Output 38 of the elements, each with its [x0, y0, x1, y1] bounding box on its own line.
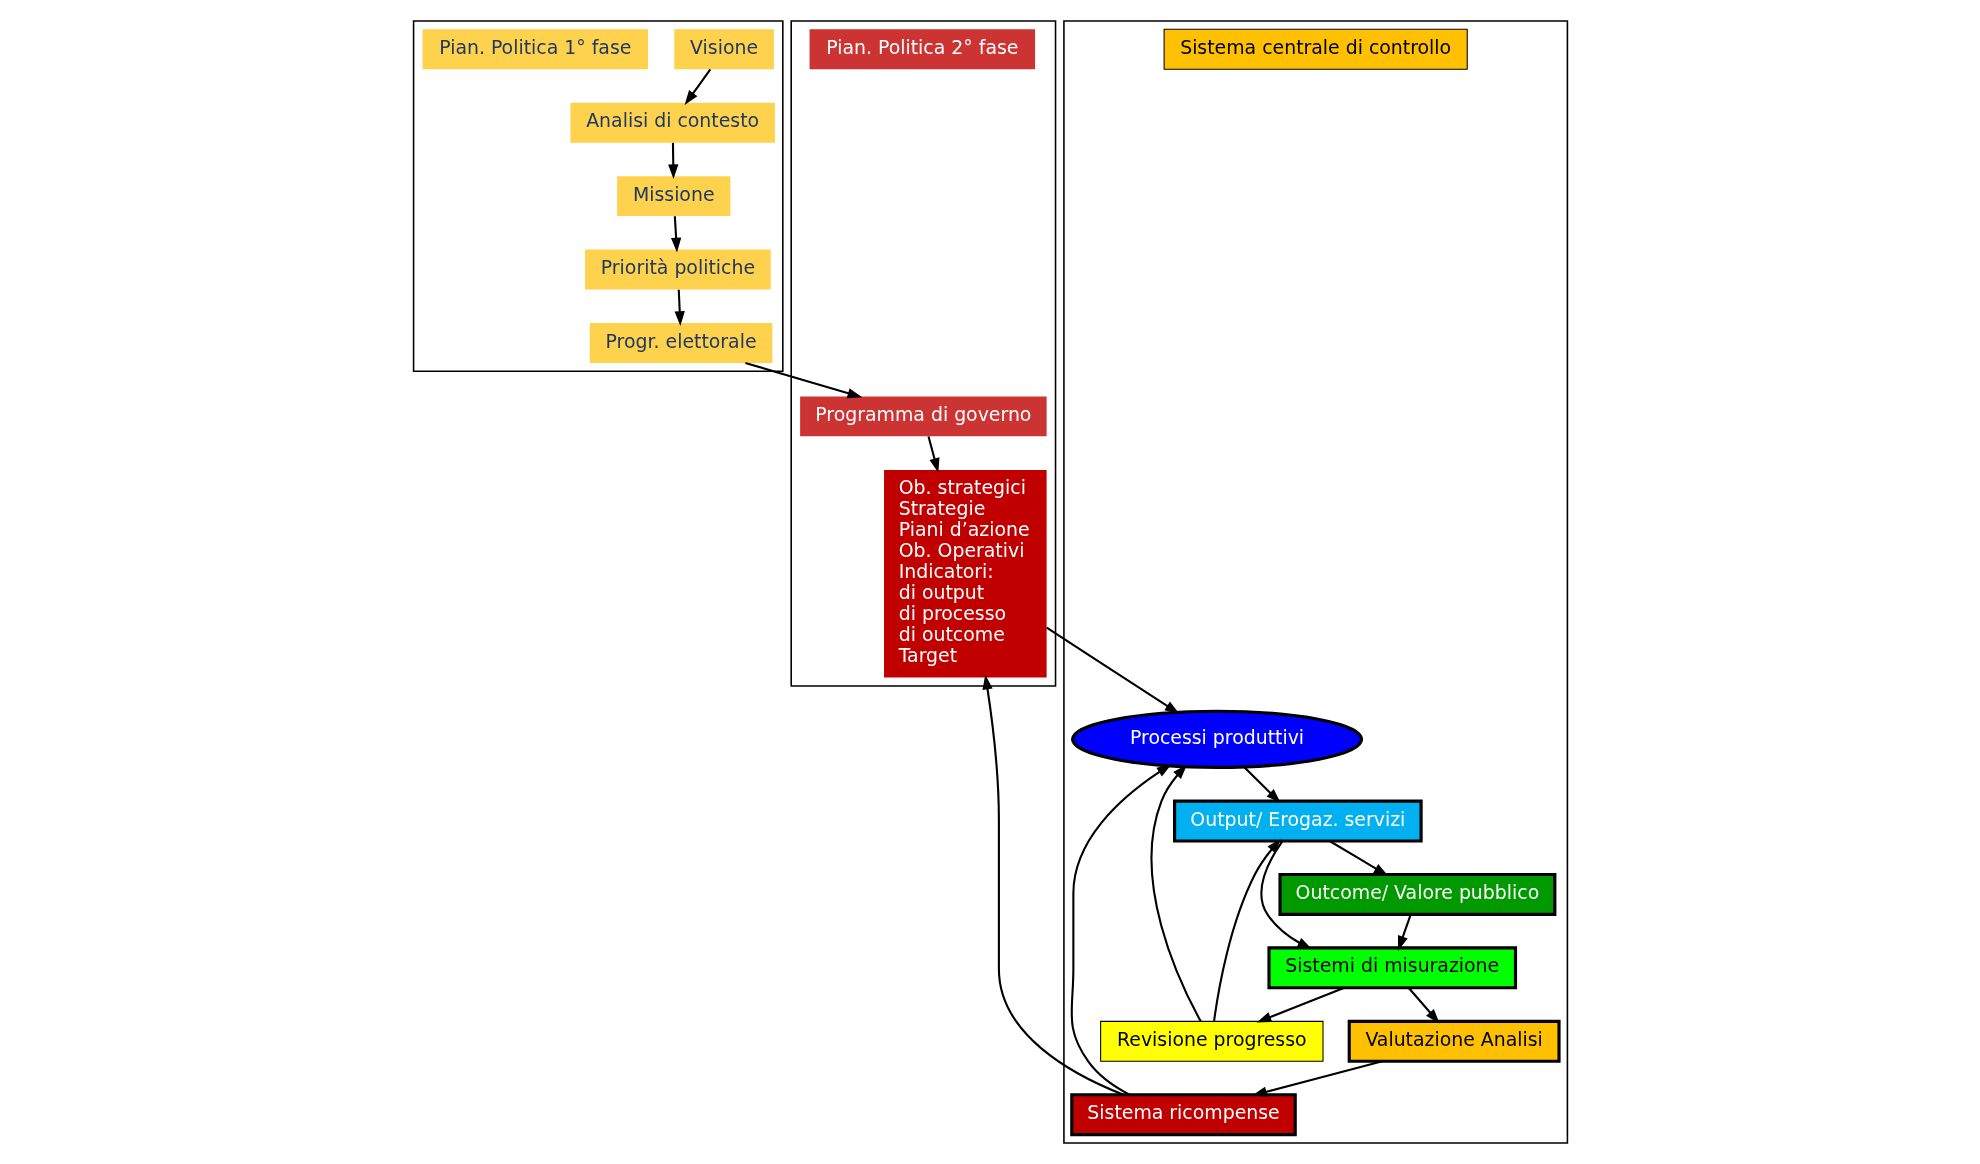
arrow — [1259, 840, 1312, 950]
node-box: Pian. Politica 2° fase — [809, 29, 1035, 70]
arrow — [667, 142, 678, 180]
cluster — [412, 20, 784, 373]
node-ellipse: Processi produttivi — [1070, 709, 1363, 769]
node-box: Valutazione Analisi — [1347, 1019, 1561, 1063]
node-box: Progr. elettorale — [589, 323, 772, 363]
arrow — [1251, 1060, 1383, 1097]
arrow — [1212, 838, 1281, 1022]
cluster — [789, 20, 1056, 687]
node-box: Visione — [673, 29, 774, 70]
arrow — [1070, 764, 1171, 1096]
node-box: Programma di governo — [799, 396, 1047, 437]
node-box: Revisione progresso — [1099, 1020, 1324, 1062]
arrow — [1243, 766, 1281, 804]
node-box: Analisi di contesto — [569, 102, 775, 143]
node-box: Sistema ricompense — [1069, 1093, 1297, 1137]
arrow — [1045, 626, 1179, 714]
arrow — [981, 674, 1124, 1096]
node-box: Sistemi di misurazione — [1266, 946, 1517, 990]
node-box: Output/ Erogaz. servizi — [1172, 799, 1423, 843]
arrow — [1256, 986, 1345, 1023]
node-box: Outcome/ Valore pubblico — [1277, 872, 1556, 916]
node-box: Ob. strategici Strategie Piani d’azione Ob. Operativi Indicatori: di output di processo di outcome Target — [883, 469, 1047, 678]
arrow — [670, 216, 681, 253]
node-box: Priorità politiche — [584, 249, 771, 290]
arrow — [684, 68, 711, 106]
arrow — [674, 289, 685, 326]
arrow — [1407, 987, 1440, 1024]
node-box: Pian. Politica 1° fase — [422, 29, 648, 70]
node-box: Missione — [616, 176, 730, 217]
arrow — [1328, 840, 1388, 876]
arrow — [1397, 914, 1412, 951]
arrow — [927, 436, 939, 473]
arrow — [1150, 764, 1202, 1022]
cluster — [1062, 20, 1568, 1144]
arrow — [744, 361, 862, 399]
node-box: Sistema centrale di controllo — [1163, 28, 1468, 70]
